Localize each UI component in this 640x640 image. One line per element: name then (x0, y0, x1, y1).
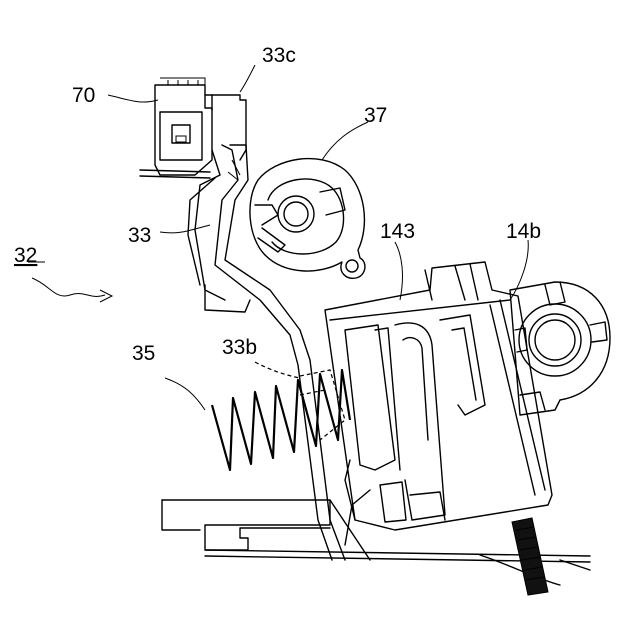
label-70: 70 (72, 84, 95, 107)
rotary-part-37 (250, 159, 365, 279)
connector-70 (140, 78, 212, 178)
spring-35 (212, 370, 350, 470)
arrow-32 (28, 262, 112, 302)
label-33: 33 (128, 224, 151, 247)
label-33b: 33b (222, 336, 257, 359)
label-32: 32 (14, 244, 37, 267)
label-35: 35 (132, 342, 155, 365)
housing-143 (325, 262, 552, 545)
cable (512, 518, 548, 595)
label-37: 37 (364, 104, 387, 127)
lever-33 (188, 95, 345, 560)
label-143: 143 (380, 220, 415, 243)
boss-14b (510, 282, 610, 415)
leader-lines (108, 65, 528, 410)
label-14b: 14b (506, 220, 541, 243)
label-33c: 33c (262, 44, 296, 67)
